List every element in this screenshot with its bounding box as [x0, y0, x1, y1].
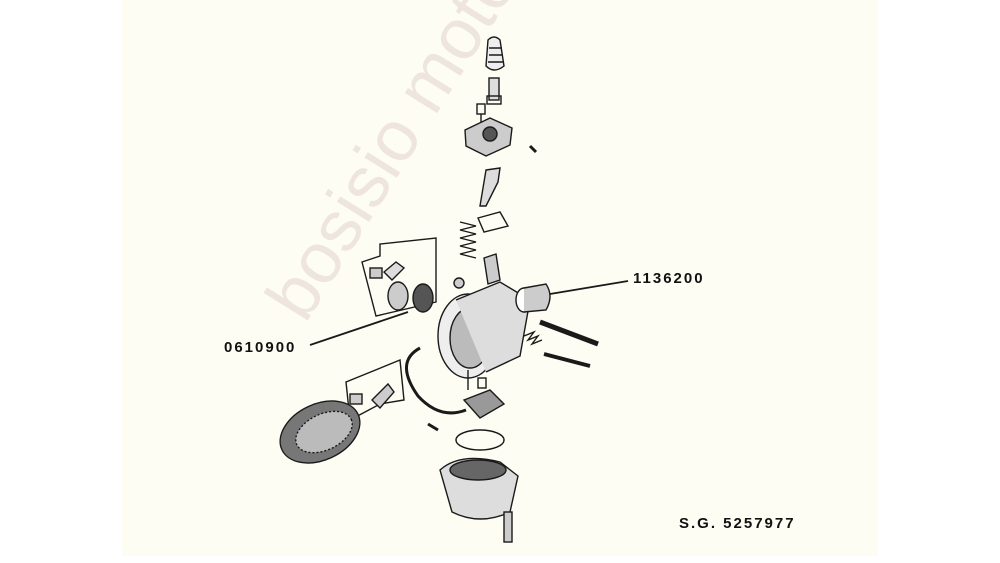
leader-line-0610900 [309, 311, 409, 346]
filter-sleeve [515, 283, 551, 313]
air-filter-cover [279, 400, 361, 464]
screws-right [523, 319, 599, 368]
nut [453, 277, 465, 289]
throttle-slide [483, 253, 501, 285]
part-label-0610900: 0610900 [224, 339, 297, 356]
choke-lever [479, 167, 501, 207]
bowl-gasket [455, 429, 505, 451]
part-label-1136200: 1136200 [633, 270, 705, 287]
float-bowl [439, 457, 519, 520]
pin [427, 422, 439, 432]
pin [528, 144, 538, 154]
valve-assembly-panel [361, 237, 437, 317]
spring [459, 221, 477, 259]
bottom-bolt [503, 511, 513, 543]
top-cover [464, 117, 513, 157]
reference-number: S.G. 5257977 [679, 515, 796, 532]
adjuster-screw [486, 77, 502, 105]
o-ring [405, 346, 467, 415]
gasket [477, 211, 510, 233]
float [462, 370, 506, 419]
leader-line-1136200 [549, 280, 629, 295]
cable-boot [485, 36, 505, 71]
